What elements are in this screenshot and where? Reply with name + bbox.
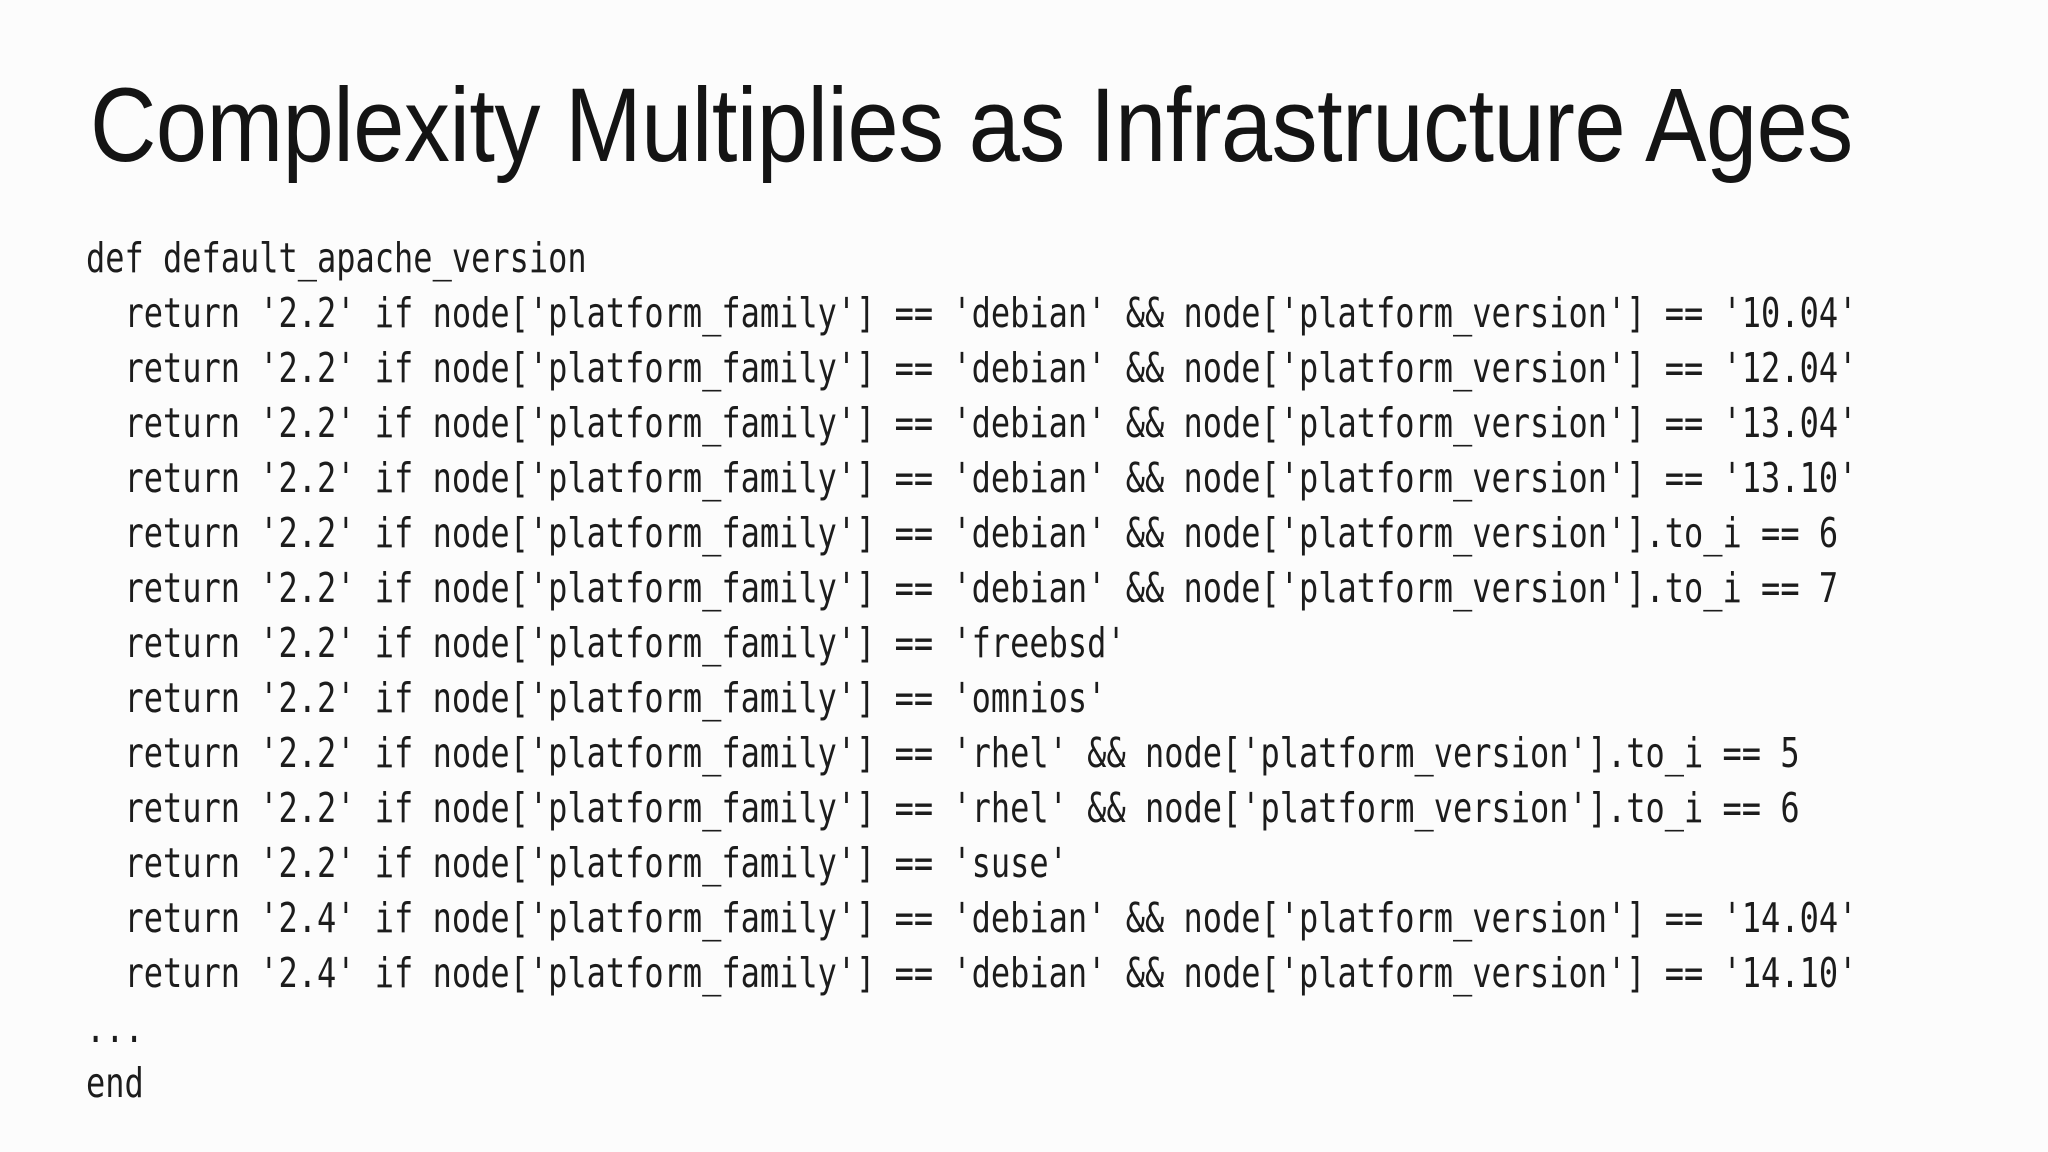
code-line: return '2.2' if node['platform_family'] … (86, 344, 1858, 392)
code-line: return '2.4' if node['platform_family'] … (86, 894, 1858, 942)
code-line: end (86, 1059, 144, 1107)
code-line: return '2.2' if node['platform_family'] … (86, 674, 1107, 722)
code-block: def default_apache_version return '2.2' … (86, 231, 1857, 1111)
code-line: return '2.2' if node['platform_family'] … (86, 729, 1800, 777)
code-line: def default_apache_version (86, 234, 587, 282)
code-line: return '2.2' if node['platform_family'] … (86, 839, 1068, 887)
code-line: return '2.2' if node['platform_family'] … (86, 509, 1839, 557)
slide-title: Complexity Multiplies as Infrastructure … (90, 67, 1853, 184)
code-line: return '2.2' if node['platform_family'] … (86, 564, 1839, 612)
code-line: return '2.2' if node['platform_family'] … (86, 784, 1800, 832)
code-line: return '2.2' if node['platform_family'] … (86, 289, 1858, 337)
code-line: return '2.2' if node['platform_family'] … (86, 454, 1858, 502)
code-line: return '2.2' if node['platform_family'] … (86, 399, 1858, 447)
code-line: ... (86, 1004, 144, 1052)
code-line: return '2.2' if node['platform_family'] … (86, 619, 1126, 667)
code-line: return '2.4' if node['platform_family'] … (86, 949, 1858, 997)
